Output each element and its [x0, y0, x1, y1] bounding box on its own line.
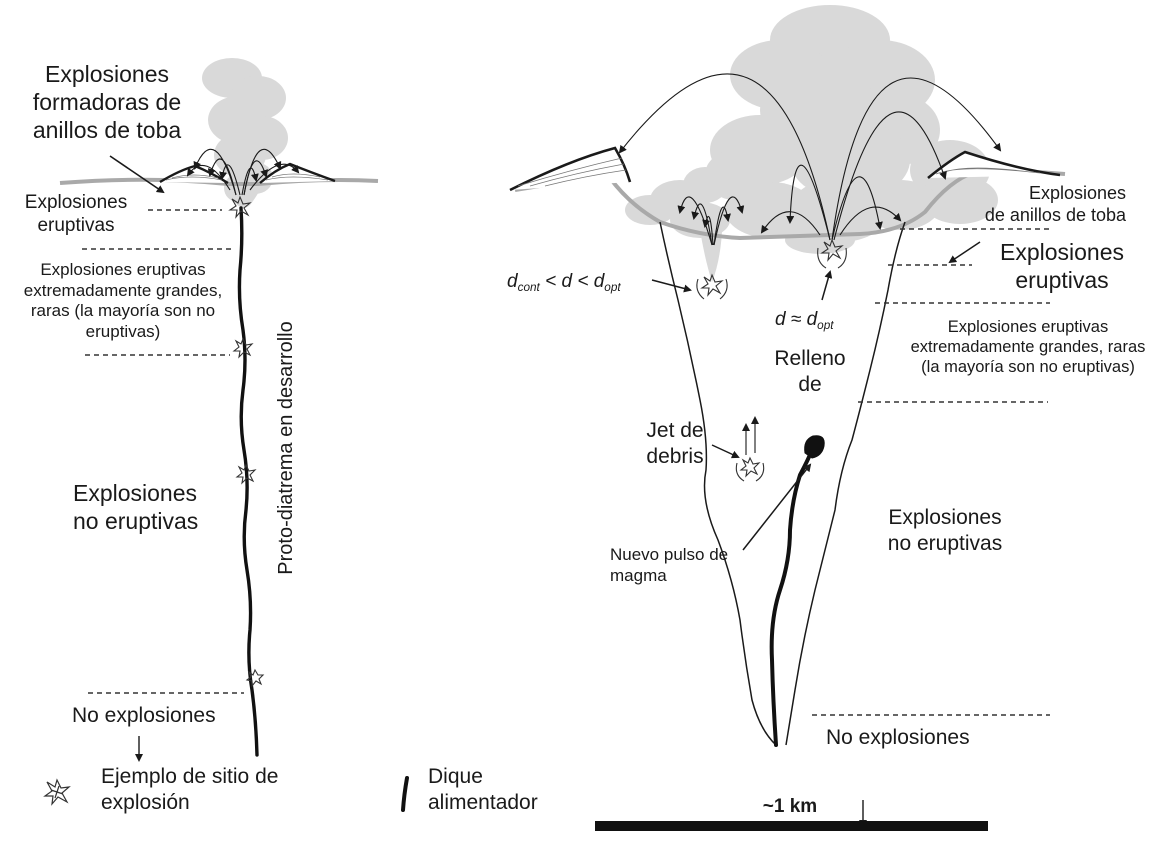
debris-jet-arrows [746, 418, 755, 455]
scale-bar [595, 821, 988, 831]
right-feeder-dike [772, 450, 812, 745]
legend-feeder-dike-label: Dique alimentador [428, 764, 538, 815]
optimal-depth-label: d ≈ dopt [775, 308, 834, 333]
right-tuff-ring-label: Explosiones de anillos de toba [960, 183, 1126, 227]
legend-explosion-site-label: Ejemplo de sitio de explosión [101, 764, 278, 815]
right-large-eruptive-label: Explosiones eruptivas extremadamente gra… [906, 317, 1150, 377]
left-tuff-ring-label: Explosiones formadoras de anillos de tob… [22, 60, 192, 144]
right-panel-artwork [510, 5, 1065, 826]
right-level-lines [812, 229, 1050, 715]
diatreme-left-wall [660, 222, 776, 745]
legend-explosion-icon [45, 780, 69, 804]
debris-jet-label: Jet de debris [630, 418, 720, 469]
proto-diatreme-label: Proto-diatrema en desarrollo [275, 308, 301, 588]
legend-dike-icon [403, 778, 407, 810]
right-eruptive-label: Explosiones eruptivas [992, 238, 1132, 294]
new-magma-pulse-label: Nuevo pulso de magma [610, 545, 728, 586]
left-panel-artwork [60, 58, 378, 760]
right-no-explosions-label: No explosiones [826, 725, 970, 751]
right-ash-plume [625, 5, 998, 282]
left-tuff-ring-right [260, 164, 335, 183]
left-large-eruptive-label: Explosiones eruptivas extremadamente gra… [8, 260, 238, 343]
left-non-eruptive-label: Explosiones no eruptivas [73, 479, 198, 535]
fill-label: Relleno de [760, 346, 860, 397]
scale-bar-label: ~1 km [720, 795, 860, 818]
left-eruptive-label: Explosiones eruptivas [12, 191, 140, 237]
right-non-eruptive-label: Explosiones no eruptivas [870, 505, 1020, 556]
diatreme-right-wall [786, 222, 905, 745]
left-no-explosions-label: No explosiones [72, 703, 216, 729]
magma-pulse-head [805, 436, 825, 458]
depth-range-label: dcont < d < dopt [507, 270, 621, 295]
